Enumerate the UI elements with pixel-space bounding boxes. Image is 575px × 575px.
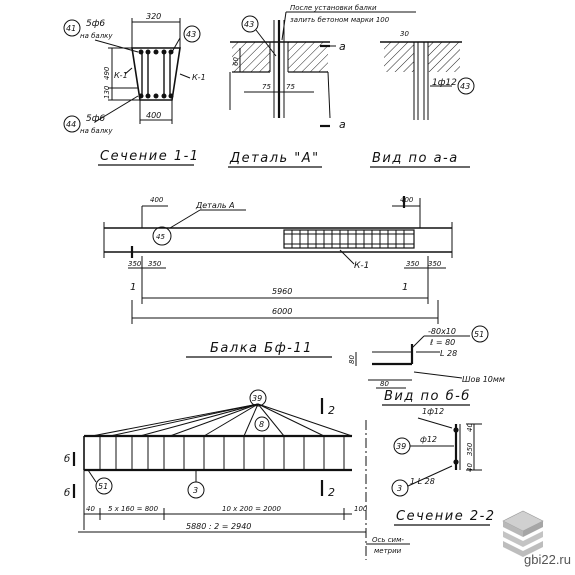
- callout-43: 43: [186, 30, 196, 39]
- mark-2-bottom: 2: [328, 486, 335, 499]
- section-mark-1-bottom: 1: [130, 282, 136, 293]
- cage-callout-top: 39: [252, 394, 262, 403]
- beam-elevation: К-1 45 Деталь А 400 400 350 350 350 350 …: [103, 196, 453, 358]
- dim-right-1: 350: [406, 260, 420, 268]
- s22-dim-mid: 350: [466, 442, 474, 456]
- rebar-dots: [138, 49, 174, 99]
- callout-44: 44: [66, 120, 76, 129]
- s22-dim-top: 40: [466, 423, 474, 432]
- dim-height-lower: 130: [103, 85, 111, 99]
- dim-left-top: 400: [150, 196, 164, 204]
- rebar-bottom-text: 5ф6: [86, 114, 105, 124]
- arrow-label-top: а: [339, 40, 346, 53]
- view-a-a-title: Вид по а-а: [372, 151, 459, 166]
- cage-callout-mid: 8: [259, 420, 264, 429]
- fan-leaders: [91, 403, 353, 437]
- dim-right-top: 400: [400, 196, 414, 204]
- cage-dim-spacing-2: 10 x 200 = 2000: [222, 505, 282, 513]
- rebar-top-note: на балку: [80, 32, 113, 40]
- axis-note-1: Ось сим-: [372, 536, 404, 544]
- callout-41: 41: [66, 24, 76, 33]
- site-logo-icon: [502, 510, 544, 557]
- cage-callout-left: 51: [98, 482, 108, 491]
- dim-right-2: 350: [428, 260, 442, 268]
- detail-a-dim-c: 60: [232, 57, 240, 66]
- section-mark-1-top: 1: [402, 282, 408, 293]
- section-1-1: 320 400 490 130 41 5ф6 на балку 44 5ф6 н…: [63, 12, 206, 166]
- plate-size: -80х10: [428, 327, 456, 336]
- s22-rebar-top: 1ф12: [422, 407, 444, 416]
- dim-left-2: 350: [148, 260, 162, 268]
- mark-b-bottom: б: [64, 487, 70, 499]
- detail-a-note-2: залить бетоном марки 100: [290, 16, 390, 24]
- section-2-2: 40 350 40 1ф12 39 ф12 3 1 L 28 Сечение 2…: [391, 407, 496, 526]
- s22-dim-bottom: 40: [466, 463, 474, 472]
- section-2-2-title: Сечение 2-2: [396, 509, 496, 524]
- view-a-a-rebar: 1ф12: [432, 78, 457, 88]
- view-a-a: 30 1ф12 43 Вид по а-а: [370, 30, 475, 168]
- watermark-text: gbi22.ru: [524, 552, 571, 567]
- angle-label: L 28: [440, 349, 457, 358]
- view-b-b-dim-h: 80: [348, 355, 356, 364]
- rebar-top-dot: [453, 427, 459, 433]
- detail-a-title: Деталь "А": [229, 151, 320, 166]
- dim-bottom: 400: [146, 111, 161, 120]
- detail-a-callout: 43: [244, 20, 254, 29]
- dim-total: 6000: [272, 307, 292, 316]
- dim-left-1: 350: [128, 260, 142, 268]
- arrow-label-bottom: а: [339, 118, 346, 131]
- dim-height-total: 490: [103, 66, 111, 80]
- dim-inner: 5960: [272, 287, 292, 296]
- detail-a-dim-a: 75: [262, 83, 271, 91]
- cut-label-left: К-1: [114, 71, 128, 80]
- s22-rebar-mid: ф12: [420, 435, 437, 444]
- detail-a-note-1: После установки балки: [290, 4, 377, 12]
- detail-a-dim-b: 75: [286, 83, 295, 91]
- cage-callout-bottom: 3: [193, 486, 198, 495]
- cage-dim-edge-right: 100: [354, 505, 368, 513]
- beam-detail-label: Деталь А: [195, 201, 235, 210]
- view-b-b-title: Вид по б-б: [384, 389, 471, 404]
- section-1-1-outline: [131, 47, 181, 101]
- mark-b-top: б: [64, 453, 70, 465]
- s22-callout-mid: 39: [396, 442, 406, 451]
- plate-length: ℓ = 80: [429, 338, 455, 347]
- detail-a: После установки балки залить бетоном мар…: [228, 4, 416, 168]
- axis-note-2: метрии: [374, 547, 402, 555]
- view-a-a-dim: 30: [400, 30, 409, 38]
- cage-dim-edge: 40: [86, 505, 95, 513]
- cut-label-right: К-1: [192, 73, 206, 82]
- view-b-b-dim-w: 80: [380, 380, 389, 388]
- view-a-a-callout: 43: [460, 82, 470, 91]
- rebar-bottom-note: на балку: [80, 127, 113, 135]
- view-b-b-callout: 51: [474, 330, 484, 339]
- cage-dim-half: 5880 : 2 = 2940: [186, 522, 251, 531]
- cage-dim-spacing-1: 5 x 160 = 800: [108, 505, 159, 513]
- cage-k1-bars: [291, 230, 405, 248]
- beam-callout: 45: [156, 233, 165, 241]
- view-b-b: -80х10 ℓ = 80 51 L 28 80 80 Шов 10мм Вид…: [348, 325, 505, 406]
- beam-title: Балка Бф-11: [210, 341, 313, 356]
- s22-rebar-bottom: 1 L 28: [410, 477, 435, 486]
- rebar-bottom-dot: [453, 459, 459, 465]
- cage-label: К-1: [354, 261, 369, 271]
- s22-callout-bottom: 3: [397, 484, 402, 493]
- cage-elevation: 39 8 б б 2 2 51 3 40 5 x 160 = 800 10 x …: [64, 389, 410, 560]
- dim-top: 320: [146, 12, 161, 21]
- section-1-1-title: Сечение 1-1: [100, 149, 200, 164]
- mark-2-top: 2: [328, 404, 335, 417]
- cage-stirrups: [99, 436, 345, 470]
- rebar-top-text: 5ф6: [86, 19, 105, 29]
- weld-label: Шов 10мм: [462, 375, 505, 384]
